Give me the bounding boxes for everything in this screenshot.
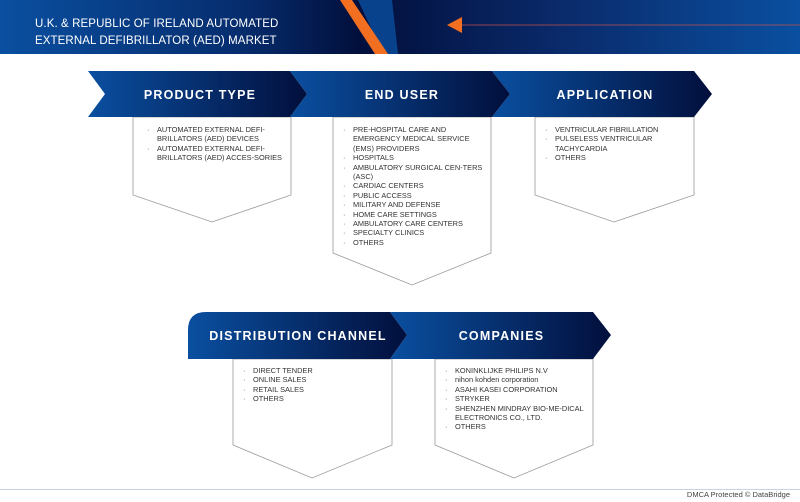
application-list: VENTRICULAR FIBRILLATION PULSELESS VENTR… [545,125,685,163]
list-item: CARDIAC CENTERS [343,181,483,191]
arrow-left-icon [447,17,462,33]
segment-title-end-user: END USER [364,88,440,102]
list-item: HOSPITALS [343,153,483,163]
list-item: STRYKER [445,394,585,404]
list-item: PRE-HOSPITAL CARE AND EMERGENCY MEDICAL … [343,125,483,153]
list-item: SPECIALTY CLINICS [343,228,483,238]
distribution-channel-list: DIRECT TENDER ONLINE SALES RETAIL SALES … [243,366,383,404]
companies-list: KONINKLIJKE PHILIPS N.V nihon kohden cor… [445,366,585,432]
list-item: SHENZHEN MINDRAY BIO-ME-DICAL ELECTRONIC… [445,404,585,423]
header-decoration [340,0,800,54]
list-item: HOME CARE SETTINGS [343,210,483,220]
list-item: DIRECT TENDER [243,366,383,376]
dmca-badge[interactable]: DMCA Protected © DataBridge [686,490,790,499]
list-item: PUBLIC ACCESS [343,191,483,201]
product-type-list: AUTOMATED EXTERNAL DEFI-BRILLATORS (AED)… [147,125,282,163]
segment-title-companies: COMPANIES [458,329,545,343]
list-item: OTHERS [545,153,685,163]
list-item: VENTRICULAR FIBRILLATION [545,125,685,135]
list-item: RETAIL SALES [243,385,383,395]
list-item: nihon kohden corporation [445,375,585,385]
list-item: AMBULATORY SURGICAL CEN-TERS (ASC) [343,163,483,182]
list-item: ASAHI KASEI CORPORATION [445,385,585,395]
list-item: OTHERS [343,238,483,248]
distribution-channel-header [188,312,407,359]
segment-title-distribution-channel: DISTRIBUTION CHANNEL [209,329,387,343]
end-user-list: PRE-HOSPITAL CARE AND EMERGENCY MEDICAL … [343,125,483,248]
page-title: U.K. & REPUBLIC OF IRELAND AUTOMATED EXT… [35,18,279,47]
list-item: AUTOMATED EXTERNAL DEFI-BRILLATORS (AED)… [147,125,282,144]
segment-title-application: APPLICATION [556,88,654,102]
list-item: KONINKLIJKE PHILIPS N.V [445,366,585,376]
list-item: PULSELESS VENTRICULAR TACHYCARDIA [545,134,685,153]
application-chevron [492,71,712,117]
list-item: AMBULATORY CARE CENTERS [343,219,483,229]
list-item: AUTOMATED EXTERNAL DEFI-BRILLATORS (AED)… [147,144,282,163]
product-type-chevron [88,71,307,117]
end-user-chevron [290,71,510,117]
footer-divider [0,489,800,490]
header-banner: U.K. & REPUBLIC OF IRELAND AUTOMATED EXT… [0,0,800,54]
orange-stripe [340,0,388,54]
list-item: OTHERS [243,394,383,404]
segment-title-product-type: PRODUCT TYPE [143,88,257,102]
list-item: ONLINE SALES [243,375,383,385]
list-item: OTHERS [445,422,585,432]
list-item: MILITARY AND DEFENSE [343,200,483,210]
companies-chevron [390,312,611,359]
